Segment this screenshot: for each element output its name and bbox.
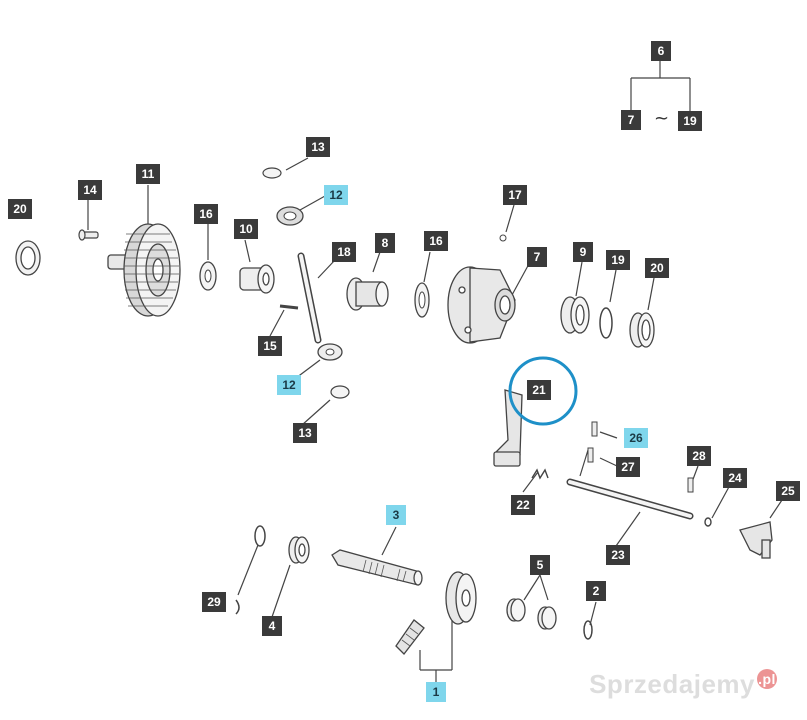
part-label-22: 22 <box>511 495 535 515</box>
part-label-28: 28 <box>687 446 711 466</box>
part-label-9: 9 <box>573 242 593 262</box>
part-label-16: 16 <box>424 231 448 251</box>
part-label-18: 18 <box>332 242 356 262</box>
part-label-3: 3 <box>386 505 406 525</box>
part-label-19: 19 <box>678 111 702 131</box>
part-label-4: 4 <box>262 616 282 636</box>
part-label-20: 20 <box>8 199 32 219</box>
watermark-text: Sprzedajemy <box>589 669 755 699</box>
part-label-12: 12 <box>277 375 301 395</box>
part-label-16: 16 <box>194 204 218 224</box>
part-label-12: 12 <box>324 185 348 205</box>
part-label-7: 7 <box>621 110 641 130</box>
part-label-2: 2 <box>586 581 606 601</box>
part-label-10: 10 <box>234 219 258 239</box>
part-label-29: 29 <box>202 592 226 612</box>
range-tilde: ~ <box>654 108 670 129</box>
part-label-7: 7 <box>527 247 547 267</box>
part-label-21: 21 <box>527 380 551 400</box>
part-label-5: 5 <box>530 555 550 575</box>
part-label-26: 26 <box>624 428 648 448</box>
seal-part <box>15 240 41 276</box>
part-label-27: 27 <box>616 457 640 477</box>
part-label-13: 13 <box>293 423 317 443</box>
part-label-13: 13 <box>306 137 330 157</box>
part-label-17: 17 <box>503 185 527 205</box>
part-label-1: 1 <box>426 682 446 702</box>
part-label-20: 20 <box>645 258 669 278</box>
part-label-25: 25 <box>776 481 800 501</box>
part-label-19: 19 <box>606 250 630 270</box>
part-label-23: 23 <box>606 545 630 565</box>
watermark: Sprzedajemy.pl <box>589 669 777 700</box>
part-label-14: 14 <box>78 180 102 200</box>
part-label-11: 11 <box>136 164 160 184</box>
part-label-8: 8 <box>375 233 395 253</box>
part-label-6: 6 <box>651 41 671 61</box>
part-label-24: 24 <box>723 468 747 488</box>
watermark-suffix: .pl <box>757 669 777 689</box>
part-label-15: 15 <box>258 336 282 356</box>
highlight-circle <box>508 356 578 426</box>
